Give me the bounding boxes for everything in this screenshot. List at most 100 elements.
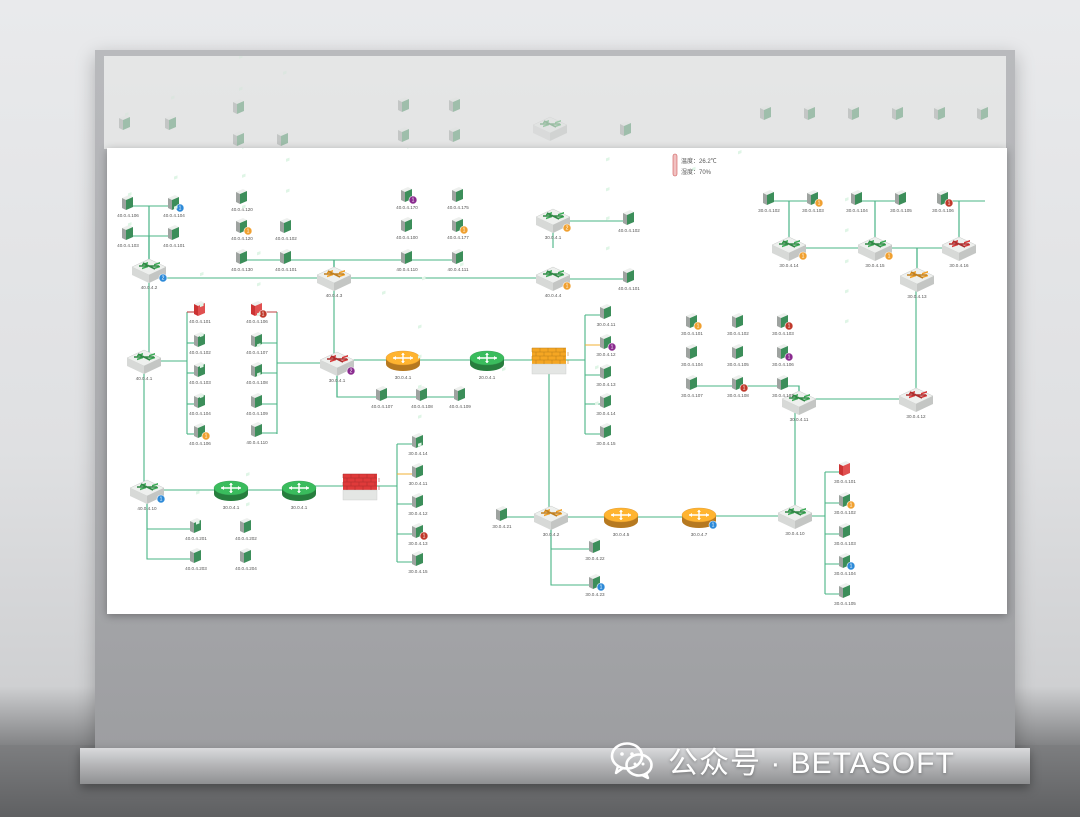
device-switch[interactable]: 40.0.4.41 bbox=[535, 266, 572, 298]
host[interactable]: 40.0.4.101 bbox=[275, 188, 297, 272]
server-icon[interactable] bbox=[977, 56, 988, 120]
server-icon[interactable] bbox=[686, 148, 697, 328]
device-router[interactable]: 20.0.4.1 bbox=[469, 350, 505, 380]
host[interactable]: 30.0.4.105 bbox=[834, 319, 856, 606]
server-icon[interactable] bbox=[251, 343, 262, 408]
host[interactable]: 40.0.4.103 bbox=[189, 332, 211, 385]
server-icon[interactable] bbox=[807, 148, 818, 205]
server-icon[interactable] bbox=[686, 148, 697, 359]
host[interactable]: 40.0.4.201 bbox=[185, 490, 207, 541]
alarm-badge[interactable]: 1 bbox=[814, 198, 824, 208]
switch-icon[interactable] bbox=[533, 505, 569, 530]
device-switch[interactable]: 40.0.4.1 bbox=[126, 349, 162, 381]
host[interactable]: 30.0.4.15 bbox=[408, 442, 428, 574]
host[interactable]: 30.0.4.11 bbox=[409, 354, 428, 486]
host[interactable]: 40.0.4.203 bbox=[185, 520, 207, 571]
server-icon[interactable] bbox=[600, 246, 611, 438]
alarm-badge[interactable]: 1 bbox=[784, 352, 794, 362]
device-router[interactable]: 30.0.4.71 bbox=[681, 507, 718, 537]
server-icon[interactable] bbox=[623, 148, 634, 283]
device-switch[interactable]: 30.0.4.11 bbox=[781, 390, 817, 422]
switch-icon[interactable] bbox=[316, 266, 352, 291]
server-icon[interactable] bbox=[277, 70, 288, 146]
server-icon[interactable] bbox=[600, 216, 611, 408]
host[interactable]: 30.0.4.102 bbox=[727, 148, 749, 336]
device-switch[interactable]: 30.0.4.141 bbox=[771, 236, 808, 268]
server-icon[interactable] bbox=[760, 56, 771, 120]
server-icon[interactable] bbox=[686, 166, 697, 390]
router-icon[interactable] bbox=[213, 480, 249, 501]
switch-icon[interactable] bbox=[532, 116, 568, 141]
server-icon[interactable] bbox=[777, 148, 788, 390]
switch-icon[interactable] bbox=[131, 258, 167, 283]
host[interactable]: 30.0.4.107 bbox=[681, 166, 703, 398]
switch-icon[interactable] bbox=[781, 390, 817, 415]
server-icon[interactable] bbox=[165, 95, 176, 130]
switch-icon[interactable] bbox=[857, 236, 893, 261]
alarm-badge[interactable]: 1 bbox=[562, 281, 572, 291]
switch-icon[interactable] bbox=[899, 267, 935, 292]
host[interactable]: 30.0.4.121 bbox=[596, 157, 617, 357]
alarm-badge[interactable]: 1 bbox=[243, 226, 253, 236]
server-icon[interactable] bbox=[122, 222, 133, 240]
host[interactable]: 30.0.4.101 bbox=[772, 148, 794, 398]
host[interactable]: 30.0.4.22 bbox=[585, 365, 605, 561]
server-icon[interactable] bbox=[233, 86, 244, 146]
server-icon[interactable] bbox=[839, 259, 850, 538]
host[interactable]: 40.0.4.110 bbox=[396, 148, 418, 272]
server-icon[interactable] bbox=[449, 56, 460, 142]
switch-icon[interactable] bbox=[777, 504, 813, 529]
server-icon[interactable] bbox=[412, 354, 423, 478]
server-icon[interactable] bbox=[839, 197, 850, 476]
host[interactable]: 40.0.4.109 bbox=[246, 343, 268, 416]
alarm-badge[interactable]: 1 bbox=[884, 251, 894, 261]
device-switch[interactable]: 30.0.4.2 bbox=[533, 505, 569, 537]
switch-icon[interactable] bbox=[319, 351, 355, 376]
server-icon[interactable] bbox=[398, 56, 409, 112]
server-icon[interactable] bbox=[401, 148, 412, 232]
server-icon[interactable] bbox=[412, 384, 423, 508]
switch-icon[interactable] bbox=[535, 208, 571, 233]
host[interactable]: 40.0.4.204 bbox=[235, 502, 257, 571]
server-icon[interactable] bbox=[122, 192, 133, 210]
switch-icon[interactable] bbox=[129, 479, 165, 504]
switch-icon[interactable] bbox=[941, 236, 977, 261]
host[interactable]: 30.0.4.102 bbox=[758, 148, 780, 213]
device-switch[interactable]: 40.0.4.3 bbox=[316, 266, 352, 298]
server-icon[interactable] bbox=[236, 148, 247, 204]
alarm-badge[interactable]: 2 bbox=[158, 273, 168, 283]
server-icon[interactable] bbox=[804, 56, 815, 120]
device-switch[interactable]: 40.0.4.101 bbox=[129, 479, 166, 511]
alarm-badge[interactable]: 1 bbox=[739, 383, 749, 393]
host[interactable]: 40.0.4.110 bbox=[246, 372, 268, 445]
alarm-badge[interactable]: 1 bbox=[846, 561, 856, 571]
server-icon[interactable] bbox=[240, 502, 251, 563]
alarm-badge[interactable]: 1 bbox=[784, 321, 794, 331]
server-icon[interactable] bbox=[589, 365, 600, 553]
switch-icon[interactable] bbox=[771, 236, 807, 261]
server-icon[interactable] bbox=[236, 204, 247, 264]
device-switch[interactable]: 40.0.4.22 bbox=[131, 258, 168, 290]
server-icon[interactable] bbox=[376, 290, 387, 401]
server-icon[interactable] bbox=[623, 148, 634, 225]
server-icon[interactable] bbox=[895, 148, 906, 205]
server-icon[interactable] bbox=[251, 372, 262, 437]
host[interactable]: 40.0.4.109 bbox=[449, 262, 471, 409]
server-icon[interactable] bbox=[194, 332, 205, 377]
device-router[interactable]: 30.0.4.1 bbox=[385, 350, 421, 380]
server-icon[interactable] bbox=[194, 363, 205, 408]
server-icon[interactable] bbox=[119, 112, 130, 130]
server-icon[interactable] bbox=[600, 187, 611, 379]
router-icon[interactable] bbox=[385, 350, 421, 371]
server-icon[interactable] bbox=[452, 148, 463, 232]
device-router[interactable]: 30.0.4.1 bbox=[281, 480, 317, 510]
alarm-badge[interactable]: 1 bbox=[156, 494, 166, 504]
